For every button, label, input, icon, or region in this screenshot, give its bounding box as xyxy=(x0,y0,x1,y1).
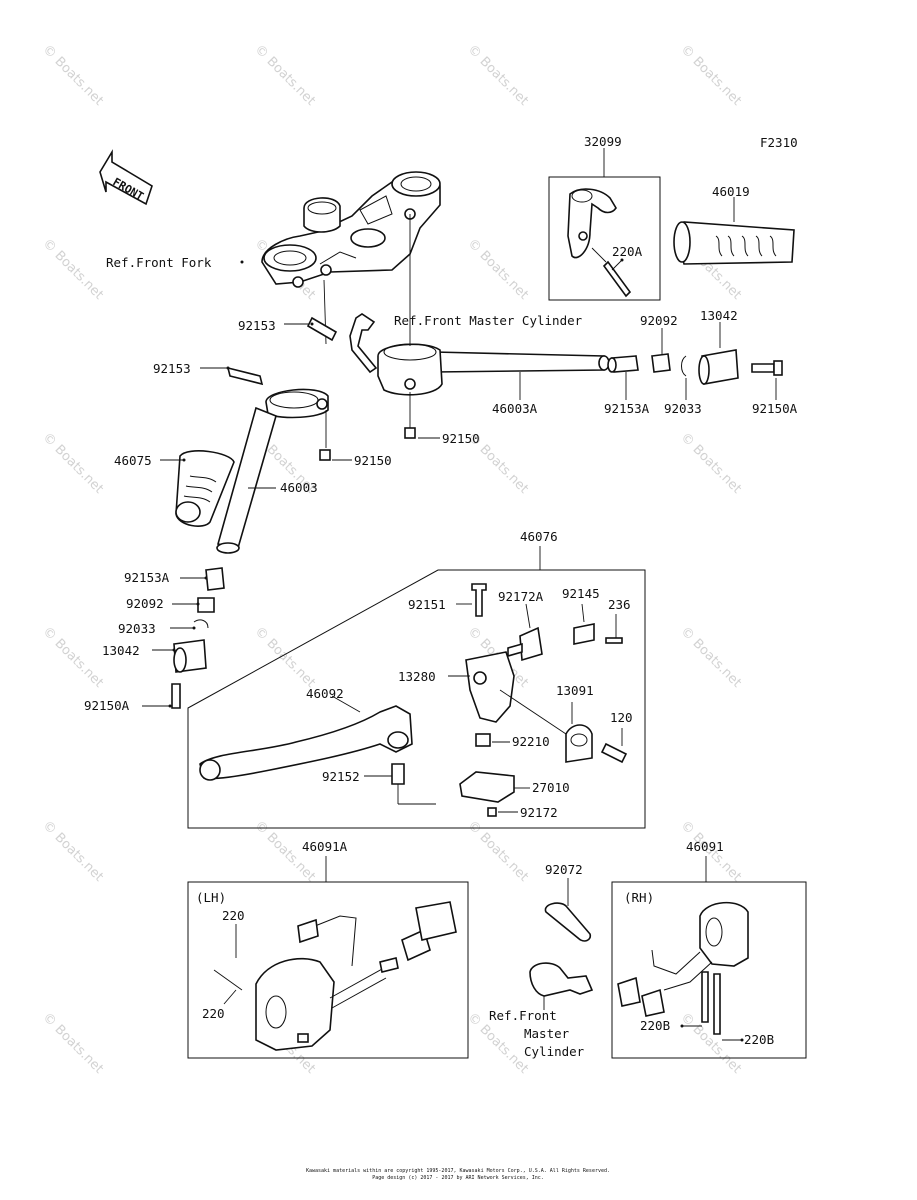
clamp-13091 xyxy=(565,724,628,764)
clutch-lever-46092 xyxy=(199,705,413,781)
left-handlebar-46003 xyxy=(216,366,329,554)
part-label-92092-top: 92092 xyxy=(640,313,678,328)
box-label-rh: (RH) xyxy=(624,890,654,905)
part-label-120: 120 xyxy=(610,710,633,725)
ref-front-master-cylinder-line3: Cylinder xyxy=(524,1044,585,1059)
part-label-92153a-top: 92153A xyxy=(604,401,650,416)
part-label-13280: 13280 xyxy=(398,669,436,684)
part-label-92150a-left: 92150A xyxy=(84,698,130,713)
part-label-220-lower: 220 xyxy=(202,1006,225,1021)
ref-front-master-cylinder-line1: Ref.Front xyxy=(489,1008,557,1023)
box-label-lh: (LH) xyxy=(196,890,226,905)
part-label-92172: 92172 xyxy=(520,805,558,820)
clutch-lever-box xyxy=(187,569,646,829)
left-switch-box xyxy=(187,881,469,1059)
footer-page-design: Page design (c) 2017 - 2017 by ARI Netwo… xyxy=(372,1175,544,1181)
part-label-92033-left: 92033 xyxy=(118,621,156,636)
part-label-220a: 220A xyxy=(612,244,643,259)
part-label-46091: 46091 xyxy=(686,839,724,854)
part-label-46019: 46019 xyxy=(712,184,750,199)
bar-end-parts-left xyxy=(171,567,225,709)
cable-strap-92072 xyxy=(544,902,592,942)
throttle-housing xyxy=(567,188,632,298)
front-arrow-icon: FRONT xyxy=(99,149,153,206)
part-label-13042-top: 13042 xyxy=(700,308,738,323)
part-label-92210: 92210 xyxy=(512,734,550,749)
diagram-code: F2310 xyxy=(760,135,798,150)
part-label-27010: 27010 xyxy=(532,780,570,795)
part-label-92172a: 92172A xyxy=(498,589,544,604)
part-labels: 32099 220A 46019 Ref.Front Fork Ref.Fron… xyxy=(84,134,798,1059)
switch-plate-27010 xyxy=(459,771,515,803)
right-switch-46091 xyxy=(617,901,749,1035)
part-label-92153a-left: 92153A xyxy=(124,570,170,585)
master-cylinder-switch xyxy=(529,962,594,997)
part-label-46076: 46076 xyxy=(520,529,558,544)
part-label-92145: 92145 xyxy=(562,586,600,601)
part-label-46003: 46003 xyxy=(280,480,318,495)
part-label-92072: 92072 xyxy=(545,862,583,877)
right-switch-box xyxy=(611,881,807,1059)
part-label-92151: 92151 xyxy=(408,597,446,612)
part-label-46075: 46075 xyxy=(114,453,152,468)
part-label-92150a-top: 92150A xyxy=(752,401,798,416)
part-label-92150-mid: 92150 xyxy=(442,431,480,446)
ref-front-fork: Ref.Front Fork xyxy=(106,255,212,270)
bolt-92150-left xyxy=(319,449,331,461)
bolt-92153-top xyxy=(306,316,338,342)
upper-triple-clamp xyxy=(261,171,441,288)
clutch-bracket-13280 xyxy=(391,583,623,785)
part-label-13091: 13091 xyxy=(556,683,594,698)
leader-dots xyxy=(168,258,744,1042)
part-label-92150-left: 92150 xyxy=(354,453,392,468)
part-label-92033-top: 92033 xyxy=(664,401,702,416)
part-label-92152: 92152 xyxy=(322,769,360,784)
ref-front-master-cylinder: Ref.Front Master Cylinder xyxy=(394,313,583,328)
part-label-92092-left: 92092 xyxy=(126,596,164,611)
bolt-92150-mid xyxy=(404,427,416,439)
part-label-13042-left: 13042 xyxy=(102,643,140,658)
part-label-46003a: 46003A xyxy=(492,401,538,416)
part-label-92153-left: 92153 xyxy=(153,361,191,376)
bar-end-parts-right xyxy=(607,349,783,385)
part-label-46092: 46092 xyxy=(306,686,344,701)
grip-46019 xyxy=(673,221,795,265)
part-label-220b-right: 220B xyxy=(744,1032,774,1047)
screw-92172 xyxy=(487,807,497,817)
part-label-32099: 32099 xyxy=(584,134,622,149)
part-label-220b-left: 220B xyxy=(640,1018,670,1033)
ref-front-master-cylinder-line2: Master xyxy=(524,1026,570,1041)
part-label-92153-top: 92153 xyxy=(238,318,276,333)
footer-copyright: Kawasaki materials within are copyright … xyxy=(306,1168,610,1174)
part-label-46091a: 46091A xyxy=(302,839,348,854)
grip-46075 xyxy=(175,450,235,527)
throttle-housing-box xyxy=(548,176,661,301)
part-label-220-upper: 220 xyxy=(222,908,245,923)
left-switch-46091a xyxy=(255,901,457,1051)
right-handlebar-46003a xyxy=(349,313,610,396)
part-label-236: 236 xyxy=(608,597,631,612)
